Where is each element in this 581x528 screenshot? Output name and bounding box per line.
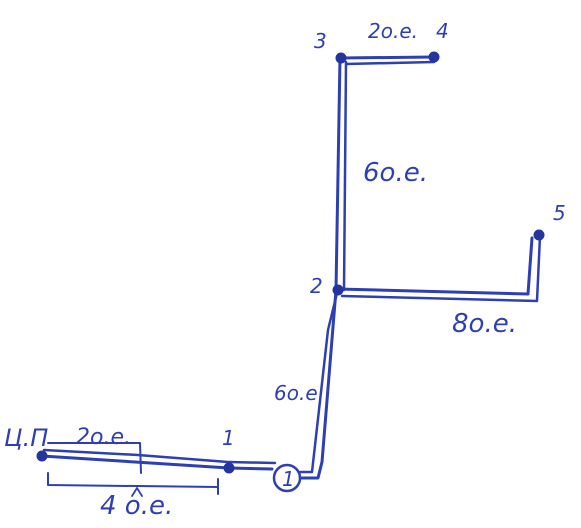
node-dot-2 — [332, 284, 344, 296]
line-2-to-3 — [334, 56, 342, 292]
circled-marker-label: 1 — [282, 467, 295, 491]
segment-label-center-1-total: 4 o.e. — [100, 491, 173, 521]
line-2-to-5 — [336, 236, 534, 296]
segment-label-center-1: 2o.e. — [76, 425, 131, 450]
line-3-to-4 — [338, 55, 436, 60]
node-label-3: 3 — [314, 29, 327, 53]
line-3-to-4-double — [344, 60, 436, 66]
node-dot-5 — [533, 229, 545, 241]
node-label-5: 5 — [553, 201, 566, 225]
line-center-to-1-upper — [42, 448, 230, 464]
segment-label-1-2: 6o.e — [274, 381, 318, 405]
node-dot-center — [36, 450, 48, 462]
segment-label-2-3: 6o.e. — [363, 158, 428, 188]
segment-label-3-4: 2o.e. — [368, 19, 418, 43]
line-2-to-5-double — [340, 234, 542, 303]
node-label-center: Ц.П — [4, 424, 48, 452]
segment-label-2-5: 8o.e. — [452, 309, 517, 339]
line-1-to-2 — [227, 288, 338, 480]
node-label-4: 4 — [436, 19, 449, 43]
node-dot-4 — [428, 51, 440, 63]
dimension-bracket-short — [47, 442, 142, 474]
node-dot-1 — [223, 462, 235, 474]
node-label-1: 1 — [222, 426, 235, 450]
line-1-to-2-double — [227, 287, 340, 474]
dimension-bracket-total — [47, 472, 219, 495]
line-center-to-1 — [40, 454, 231, 470]
node-dot-3 — [335, 52, 347, 64]
circled-marker — [272, 463, 302, 493]
dimension-tick — [131, 487, 143, 497]
line-2-to-3-double — [342, 60, 348, 292]
node-label-2: 2 — [310, 274, 323, 298]
